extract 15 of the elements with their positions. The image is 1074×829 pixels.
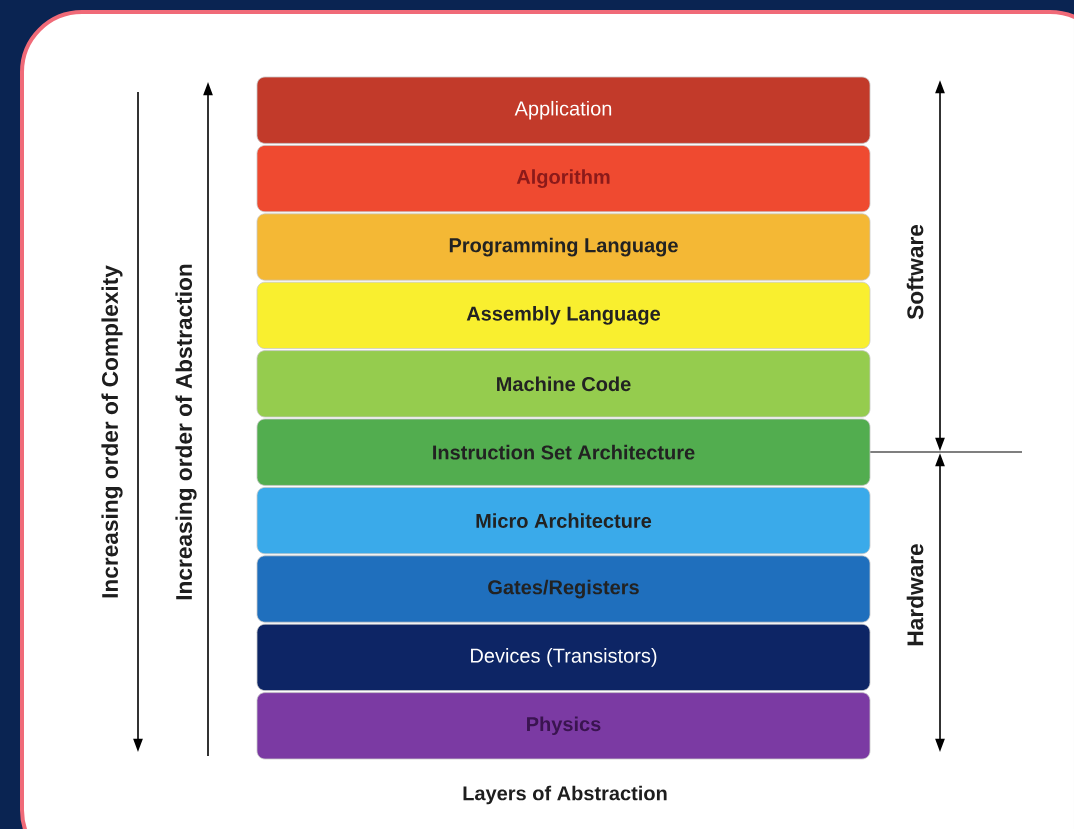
vertical-label: Software [906, 224, 924, 320]
vertical-label: Increasing order of Abstraction [175, 264, 197, 600]
layer-bar: Programming Language [256, 213, 871, 281]
layer-bar: Assembly Language [256, 281, 871, 349]
layer-bar: Devices (Transistors) [256, 623, 871, 691]
layer-bar: Instruction Set Architecture [256, 418, 871, 486]
layer-bar: Algorithm [256, 145, 871, 213]
vertical-label: Hardware [906, 544, 924, 646]
layer-bar: Gates/Registers [256, 555, 871, 623]
layer-bar: Physics [256, 692, 871, 760]
layer-bar: Micro Architecture [256, 487, 871, 555]
caption: Layers of Abstraction [463, 785, 667, 805]
layer-bar: Application [256, 76, 871, 144]
vertical-label: Increasing order of Complexity [101, 265, 123, 598]
layer-bar: Machine Code [256, 350, 871, 418]
